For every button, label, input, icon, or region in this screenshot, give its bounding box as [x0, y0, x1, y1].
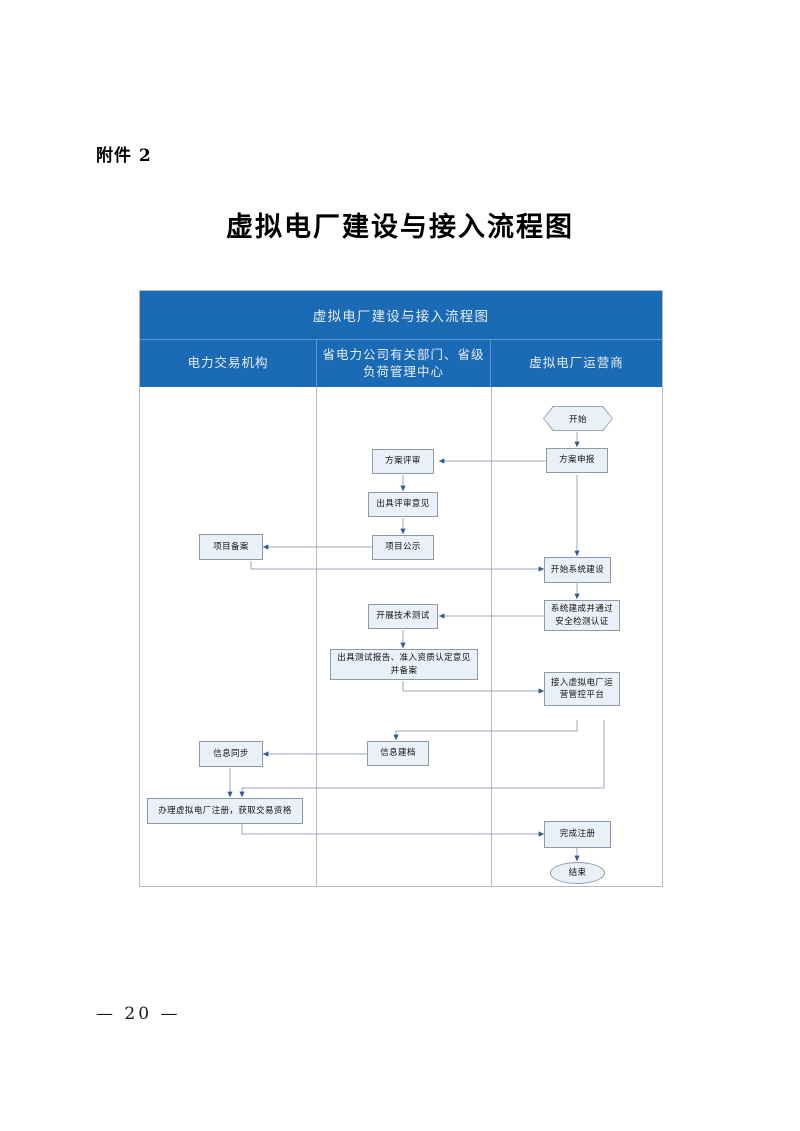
node-issue-review-opinion-label: 出具评审意见 — [376, 499, 430, 510]
node-plan-review[interactable]: 方案评审 — [372, 449, 434, 474]
node-start-label: 开始 — [544, 407, 612, 430]
node-info-sync-label: 信息同步 — [213, 748, 249, 759]
node-project-record[interactable]: 项目备案 — [199, 534, 263, 560]
node-start-system-build-label: 开始系统建设 — [550, 564, 605, 575]
node-start[interactable]: 开始 — [543, 406, 613, 431]
node-issue-test-report[interactable]: 出具测试报告、准入资质认定意见并备案 — [330, 649, 478, 680]
node-run-tech-test[interactable]: 开展技术测试 — [368, 604, 438, 629]
page-title: 虚拟电厂建设与接入流程图 — [226, 212, 574, 243]
swimlane-header-trading-org: 电力交易机构 — [187, 355, 269, 371]
swimlane-header-power-company: 省电力公司有关部门、省级负荷管理中心 — [316, 340, 491, 387]
flowchart-container: 虚拟电厂建设与接入流程图 电力交易机构 省电力公司有关部门、省级负荷管理中心 虚… — [139, 290, 663, 887]
node-plan-declare[interactable]: 方案申报 — [546, 448, 608, 473]
node-register-vpp-label: 办理虚拟电厂注册，获取交易资格 — [158, 805, 292, 816]
node-access-platform-label: 接入虚拟电厂运营管控平台 — [550, 677, 614, 700]
node-plan-declare-label: 方案申报 — [559, 455, 595, 466]
swimlane-body — [140, 387, 662, 887]
node-plan-review-label: 方案评审 — [385, 456, 421, 467]
flowchart-banner-title: 虚拟电厂建设与接入流程图 — [312, 309, 490, 325]
node-finish-register-label: 完成注册 — [559, 829, 596, 840]
swimlane-divider-2 — [491, 387, 492, 887]
node-system-complete-certified-label: 系统建成并通过安全检测认证 — [550, 604, 614, 627]
node-project-record-label: 项目备案 — [213, 541, 249, 552]
node-info-archive-label: 信息建档 — [380, 748, 416, 759]
page-number: — 20 — — [96, 1004, 181, 1024]
node-info-archive[interactable]: 信息建档 — [367, 741, 429, 766]
node-access-platform[interactable]: 接入虚拟电厂运营管控平台 — [544, 672, 620, 706]
node-project-publicity-label: 项目公示 — [385, 542, 421, 553]
node-register-vpp[interactable]: 办理虚拟电厂注册，获取交易资格 — [147, 798, 303, 824]
node-project-publicity[interactable]: 项目公示 — [372, 535, 434, 560]
node-issue-review-opinion[interactable]: 出具评审意见 — [368, 492, 438, 517]
node-system-complete-certified[interactable]: 系统建成并通过安全检测认证 — [544, 600, 620, 631]
node-end[interactable]: 结束 — [550, 862, 605, 884]
node-start-system-build[interactable]: 开始系统建设 — [544, 557, 611, 583]
swimlane-header-vpp-operator: 虚拟电厂运营商 — [529, 355, 624, 371]
swimlane-divider-1 — [316, 387, 317, 887]
flowchart-banner: 虚拟电厂建设与接入流程图 — [140, 291, 662, 339]
node-finish-register[interactable]: 完成注册 — [544, 821, 611, 848]
attachment-label: 附件 2 — [96, 146, 152, 166]
node-end-label: 结束 — [568, 867, 587, 878]
node-info-sync[interactable]: 信息同步 — [199, 741, 263, 767]
node-run-tech-test-label: 开展技术测试 — [376, 611, 430, 622]
node-issue-test-report-label: 出具测试报告、准入资质认定意见并备案 — [337, 653, 471, 676]
swimlane-header-row: 电力交易机构 省电力公司有关部门、省级负荷管理中心 虚拟电厂运营商 — [140, 339, 662, 387]
